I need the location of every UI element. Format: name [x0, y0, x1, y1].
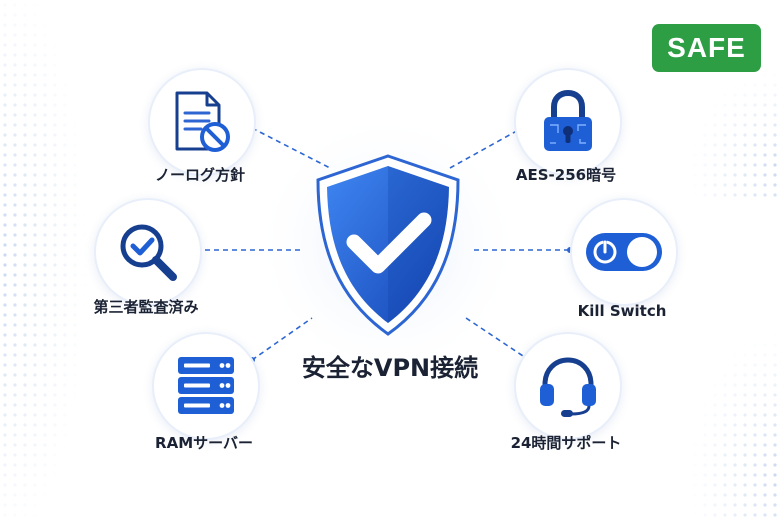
- shield-check-icon: [316, 154, 460, 336]
- label-killswitch: Kill Switch: [577, 302, 667, 320]
- padlock-icon: [544, 89, 592, 151]
- no-log-node: [148, 68, 256, 176]
- label-audit: 第三者監査済み: [93, 298, 199, 316]
- label-support: 24時間サポート: [510, 434, 622, 452]
- support-node: [514, 332, 622, 440]
- connector-no-log: [251, 127, 331, 169]
- audit-node: [94, 198, 202, 306]
- label-ram: RAMサーバー: [155, 434, 253, 452]
- label-aes: AES-256暗号: [515, 166, 617, 184]
- connector-support: [465, 317, 527, 359]
- server-stack-icon: [178, 357, 234, 414]
- aes-node: [514, 68, 622, 176]
- center-title: 安全なVPN接続: [301, 354, 479, 382]
- magnifier-check-icon: [120, 224, 177, 281]
- safe-badge: SAFE: [652, 24, 761, 72]
- connector-ram: [251, 317, 313, 361]
- label-no-log: ノーログ方針: [154, 166, 246, 184]
- no-log-document-icon: [175, 91, 230, 152]
- killswitch-node: [570, 198, 678, 306]
- ram-node: [152, 332, 260, 440]
- headset-icon: [540, 357, 596, 417]
- toggle-switch-icon: [586, 233, 662, 271]
- connector-aes: [449, 127, 523, 169]
